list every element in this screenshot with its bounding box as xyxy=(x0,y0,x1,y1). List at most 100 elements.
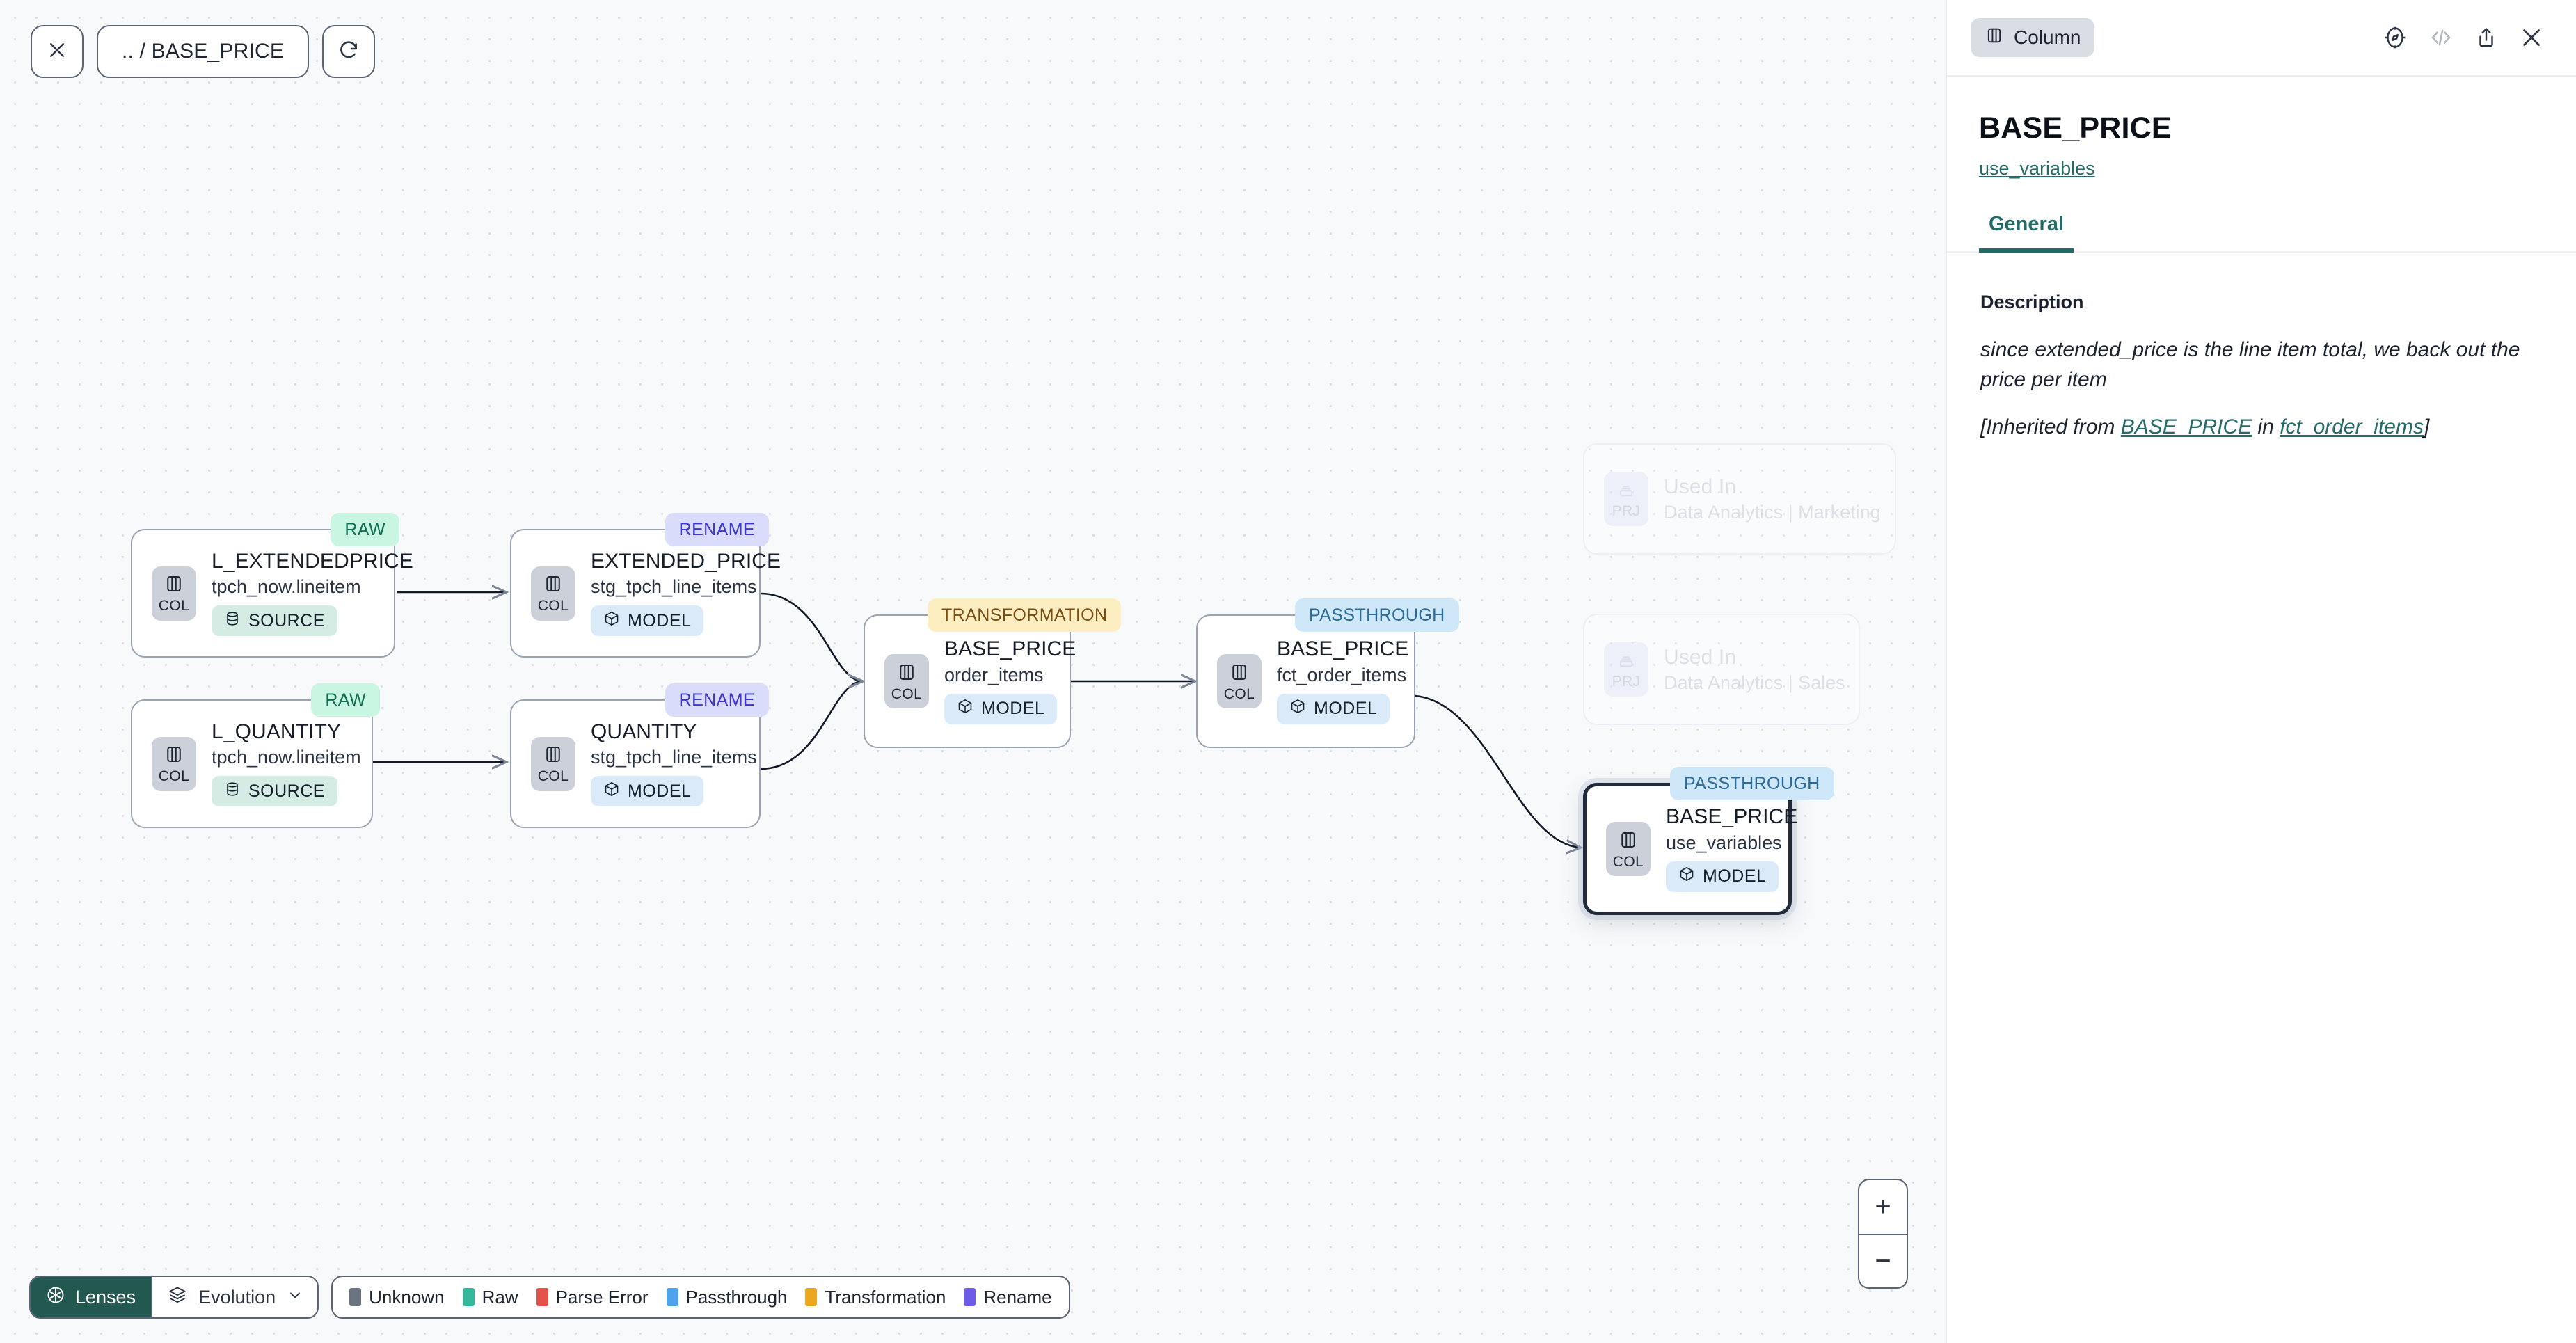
node-body: Used In Data Analytics | Sales xyxy=(1664,646,1845,693)
node-badge-label: RENAME xyxy=(678,690,755,710)
database-icon xyxy=(224,781,241,802)
legend-label: Parse Error xyxy=(555,1286,649,1308)
database-icon xyxy=(224,610,241,632)
column-icon xyxy=(543,744,564,768)
project-kind-chip: PRJ xyxy=(1604,472,1648,526)
graph-node-l-extendedprice[interactable]: COL L_EXTENDEDPRICE tpch_now.lineitem SO… xyxy=(131,513,413,658)
node-title: Used In xyxy=(1664,475,1737,498)
cube-icon xyxy=(1678,866,1695,887)
node-badge-transformation: TRANSFORMATION xyxy=(928,598,1122,632)
project-icon xyxy=(1616,480,1636,503)
node-title: BASE_PRICE xyxy=(944,637,1076,661)
layers-icon xyxy=(168,1285,187,1310)
chevron-down-icon xyxy=(287,1287,303,1308)
parent-model-link[interactable]: use_variables xyxy=(1979,158,2095,179)
node-badge-label: PASSTHROUGH xyxy=(1684,773,1820,793)
node-title: L_QUANTITY xyxy=(212,720,342,743)
column-icon xyxy=(164,573,184,598)
column-kind-label: COL xyxy=(158,768,190,784)
node-type-tag: MODEL xyxy=(1666,861,1779,892)
evolution-label: Evolution xyxy=(198,1286,276,1308)
column-kind-chip: COL xyxy=(531,736,575,791)
column-kind-chip: COL xyxy=(884,654,929,708)
node-badge-rename: RENAME xyxy=(665,513,769,546)
legend-item: Rename xyxy=(964,1287,1052,1308)
node-subtitle: stg_tpch_line_items xyxy=(591,576,757,598)
graph-node-used-in-marketing[interactable]: PRJ Used In Data Analytics | Marketing xyxy=(1583,443,1896,555)
close-graph-button[interactable] xyxy=(31,25,84,78)
node-body: BASE_PRICE order_items MODEL xyxy=(944,638,1076,724)
share-icon[interactable] xyxy=(2474,26,2498,49)
panel-header-actions xyxy=(2383,25,2544,50)
breadcrumb-label: .. / BASE_PRICE xyxy=(122,40,285,63)
node-title: Used In xyxy=(1664,645,1737,669)
node-type-label: SOURCE xyxy=(248,610,325,630)
node-type-label: MODEL xyxy=(1314,699,1378,719)
node-subtitle: order_items xyxy=(944,664,1044,685)
node-subtitle: Data Analytics | Sales xyxy=(1664,672,1845,694)
details-panel: Column BASE_PRICE use_variables Gener xyxy=(1946,0,2576,1343)
node-type-tag: MODEL xyxy=(591,776,704,807)
node-body: EXTENDED_PRICE stg_tpch_line_items MODEL xyxy=(591,550,781,637)
inherited-column-link[interactable]: BASE_PRICE xyxy=(2120,415,2252,439)
legend-label: Passthrough xyxy=(685,1286,788,1308)
cube-icon xyxy=(957,698,973,720)
project-kind-chip: PRJ xyxy=(1604,642,1648,697)
column-icon xyxy=(1618,829,1639,854)
canvas-toolbar: .. / BASE_PRICE xyxy=(31,25,376,78)
node-type-tag: SOURCE xyxy=(212,605,337,637)
lineage-canvas[interactable]: .. / BASE_PRICE xyxy=(0,0,1946,1343)
column-icon xyxy=(1229,662,1250,686)
node-badge-label: RAW xyxy=(344,519,385,539)
node-subtitle: Data Analytics | Marketing xyxy=(1664,502,1881,523)
inherited-prefix: [Inherited from xyxy=(1980,415,2121,439)
node-subtitle: tpch_now.lineitem xyxy=(212,747,361,768)
aperture-icon xyxy=(46,1285,65,1310)
code-icon[interactable] xyxy=(2428,25,2454,50)
node-badge-label: RENAME xyxy=(678,519,755,539)
column-icon xyxy=(543,573,564,598)
node-title: BASE_PRICE xyxy=(1666,805,1798,829)
legend-item: Transformation xyxy=(805,1287,946,1308)
column-kind-chip: COL xyxy=(1217,654,1262,708)
node-type-label: MODEL xyxy=(628,610,692,630)
breadcrumb[interactable]: .. / BASE_PRICE xyxy=(97,25,310,78)
refresh-button[interactable] xyxy=(322,25,376,78)
zoom-out-button[interactable]: − xyxy=(1859,1234,1907,1287)
compass-icon[interactable] xyxy=(2383,25,2408,50)
graph-node-base-price-fct-order-items[interactable]: COL BASE_PRICE fct_order_items MODEL PAS… xyxy=(1196,598,1459,748)
graph-node-base-price-use-variables[interactable]: COL BASE_PRICE use_variables MODEL PASST… xyxy=(1583,767,1834,915)
graph-node-used-in-sales[interactable]: PRJ Used In Data Analytics | Sales xyxy=(1583,614,1860,725)
cube-icon xyxy=(603,610,620,632)
node-subtitle: stg_tpch_line_items xyxy=(591,747,757,768)
entity-kind-label: Column xyxy=(2014,26,2081,48)
lenses-button[interactable]: Lenses xyxy=(31,1277,152,1317)
column-kind-label: COL xyxy=(891,685,923,702)
node-type-tag: MODEL xyxy=(944,693,1058,724)
node-badge-rename: RENAME xyxy=(665,683,769,717)
node-body: L_EXTENDEDPRICE tpch_now.lineitem SOURCE xyxy=(212,550,413,637)
inherited-suffix: ] xyxy=(2423,415,2430,439)
column-kind-label: COL xyxy=(1612,853,1644,870)
graph-node-base-price-order-items[interactable]: COL BASE_PRICE order_items MODEL TRANSFO… xyxy=(864,598,1122,748)
legend-item: Parse Error xyxy=(536,1287,649,1308)
graph-node-l-quantity[interactable]: COL L_QUANTITY tpch_now.lineitem SOURCE … xyxy=(131,683,380,828)
lineage-legend: Unknown Raw Parse Error Passthrough Tran… xyxy=(331,1276,1070,1319)
evolution-dropdown[interactable]: Evolution xyxy=(151,1277,317,1317)
graph-node-quantity[interactable]: COL QUANTITY stg_tpch_line_items MODEL R… xyxy=(510,683,769,828)
legend-swatch-raw xyxy=(462,1288,475,1306)
close-panel-icon[interactable] xyxy=(2519,25,2544,50)
node-badge-passthrough: PASSTHROUGH xyxy=(1295,598,1459,632)
node-type-tag: SOURCE xyxy=(212,776,337,807)
canvas-bottom-bar: Lenses Evolution Unknown xyxy=(29,1276,1070,1319)
node-badge-label: RAW xyxy=(325,690,366,710)
node-body: Used In Data Analytics | Marketing xyxy=(1664,476,1881,523)
lenses-evolution-control: Lenses Evolution xyxy=(29,1276,319,1319)
description-inherited-note: [Inherited from BASE_PRICE in fct_order_… xyxy=(1980,413,2543,443)
tab-general[interactable]: General xyxy=(1979,213,2074,253)
graph-node-extended-price[interactable]: COL EXTENDED_PRICE stg_tpch_line_items M… xyxy=(510,513,781,658)
zoom-in-button[interactable]: + xyxy=(1875,1191,1891,1222)
inherited-model-link[interactable]: fct_order_items xyxy=(2280,415,2424,439)
column-icon xyxy=(896,662,917,686)
legend-label: Transformation xyxy=(825,1286,946,1308)
